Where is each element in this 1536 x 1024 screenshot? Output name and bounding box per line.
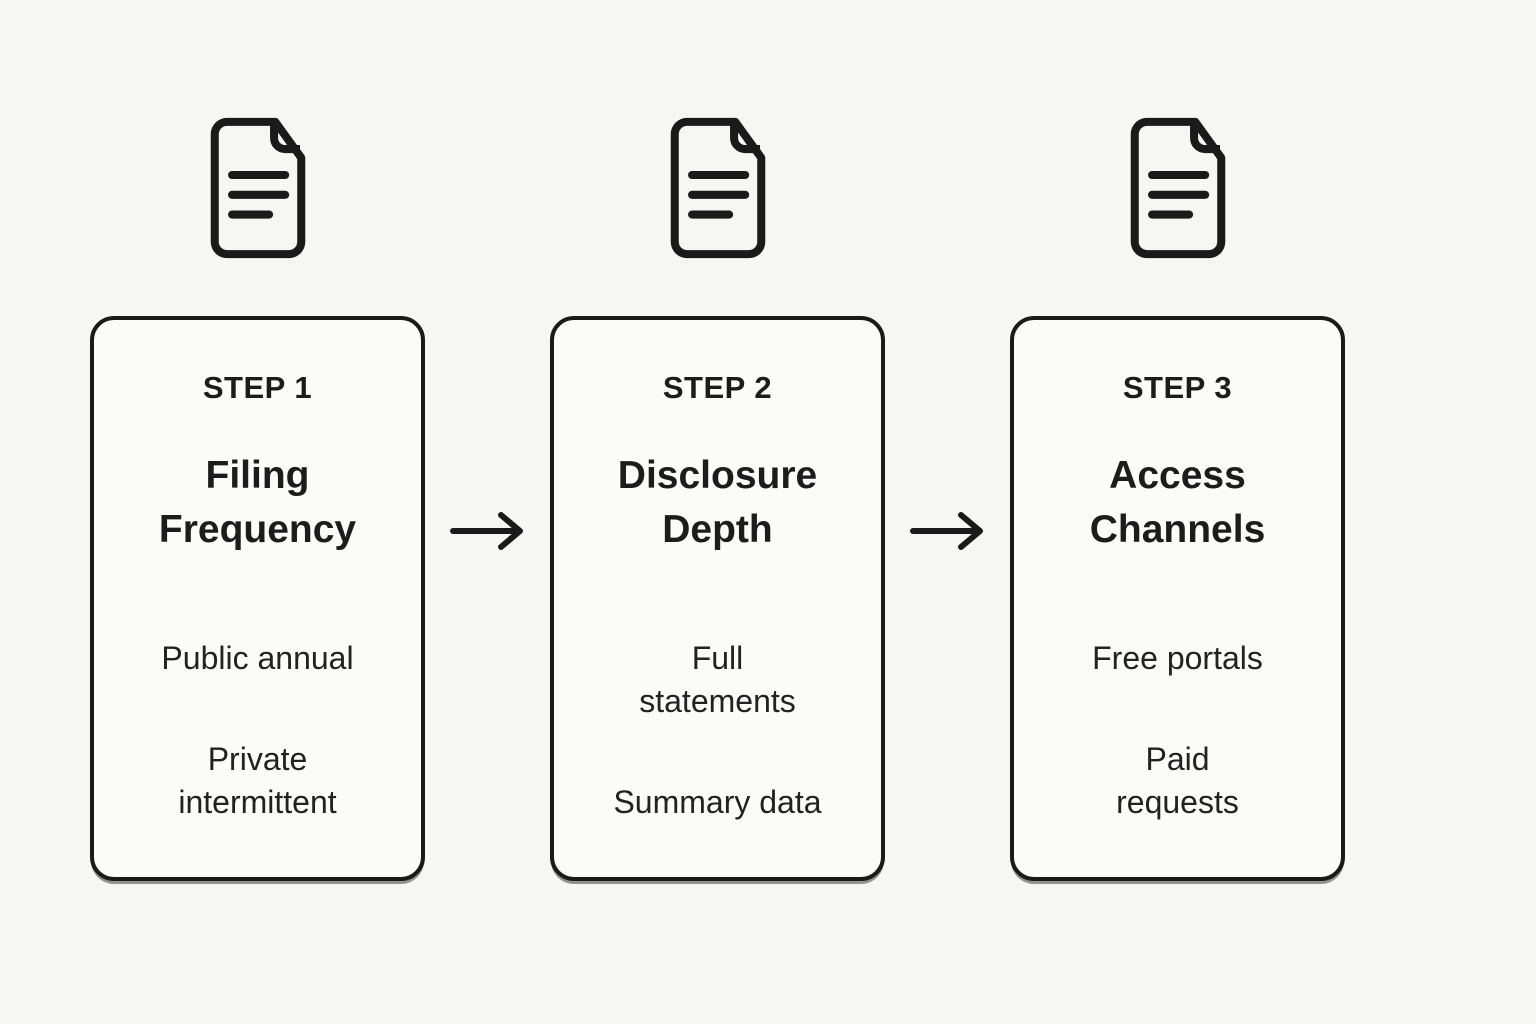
step-item: Paid requests [1116,741,1239,821]
step-title: Disclosure Depth [617,454,818,552]
step-label: STEP 3 [1122,370,1233,405]
step-item: Free portals [1092,640,1263,677]
step-label: STEP 2 [662,370,773,405]
arrow-right-icon [425,511,550,551]
step-item: Full statements [639,640,796,720]
document-icon [1116,112,1240,264]
step-title: Filing Frequency [158,454,357,552]
document-icon [656,112,780,264]
step-card: STEP 1 Filing Frequency Public annual Pr… [90,316,425,881]
step-card: STEP 3 Access Channels Free portals Paid… [1010,316,1345,881]
step-column-1: STEP 1 Filing Frequency Public annual Pr… [90,112,425,881]
step-column-2: STEP 2 Disclosure Depth Full statements … [550,112,885,881]
step-item: Public annual [161,640,354,677]
document-icon [196,112,320,264]
step-column-3: STEP 3 Access Channels Free portals Paid… [1010,112,1345,881]
step-item: Summary data [613,784,822,821]
process-diagram: STEP 1 Filing Frequency Public annual Pr… [90,112,1345,881]
step-label: STEP 1 [202,370,313,405]
step-card: STEP 2 Disclosure Depth Full statements … [550,316,885,881]
step-title: Access Channels [1089,454,1266,552]
step-item: Private intermittent [178,741,337,821]
arrow-right-icon [885,511,1010,551]
